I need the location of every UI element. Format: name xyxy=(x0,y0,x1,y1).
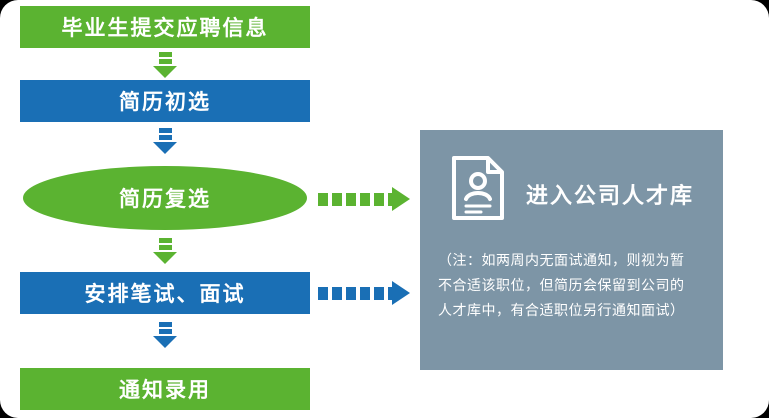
arrow-head xyxy=(153,252,177,264)
talent-pool-title: 进入公司人才库 xyxy=(526,183,695,208)
right-arrow-from-reselect-icon xyxy=(318,187,410,211)
right-arrow-from-tests-icon xyxy=(318,281,410,305)
arrow-body xyxy=(318,192,392,206)
arrow-segment xyxy=(158,128,172,133)
arrow-segment xyxy=(158,52,172,57)
flow-step-submit-info: 毕业生提交应聘信息 xyxy=(20,6,310,48)
flow-step-resume-reselect: 简历复选 xyxy=(23,166,307,230)
arrow-head xyxy=(153,142,177,154)
flow-step-arrange-tests: 安排笔试、面试 xyxy=(20,272,310,314)
arrow-head xyxy=(392,187,410,211)
note-line: 人才库中，有合适职位另行通知面试） xyxy=(438,302,685,319)
arrow-body xyxy=(318,286,392,300)
flow-step-resume-initial-screen: 简历初选 xyxy=(20,80,310,122)
talent-pool-note: （注：如两周内无面试通知，则视为暂 不合适该职位，但简历会保留到公司的 人才库中… xyxy=(438,248,712,324)
arrow-segment xyxy=(158,238,172,243)
arrow-segment xyxy=(158,245,172,250)
down-arrow-2-icon xyxy=(148,128,182,154)
document-person-icon xyxy=(448,154,508,222)
flow-step-notify-hire: 通知录用 xyxy=(20,368,310,410)
arrow-segment xyxy=(158,322,172,327)
down-arrow-4-icon xyxy=(148,322,182,348)
down-arrow-1-icon xyxy=(148,52,182,78)
arrow-segment xyxy=(158,59,172,64)
arrow-head xyxy=(392,281,410,305)
note-line: 不合适该职位，但简历会保留到公司的 xyxy=(438,277,685,294)
note-line: （注：如两周内无面试通知，则视为暂 xyxy=(438,252,685,268)
arrow-head xyxy=(153,336,177,348)
arrow-segment xyxy=(158,135,172,140)
arrow-head xyxy=(153,66,177,78)
down-arrow-3-icon xyxy=(148,238,182,264)
talent-pool-panel: 进入公司人才库 （注：如两周内无面试通知，则视为暂 不合适该职位，但简历会保留到… xyxy=(420,130,723,370)
arrow-segment xyxy=(158,329,172,334)
